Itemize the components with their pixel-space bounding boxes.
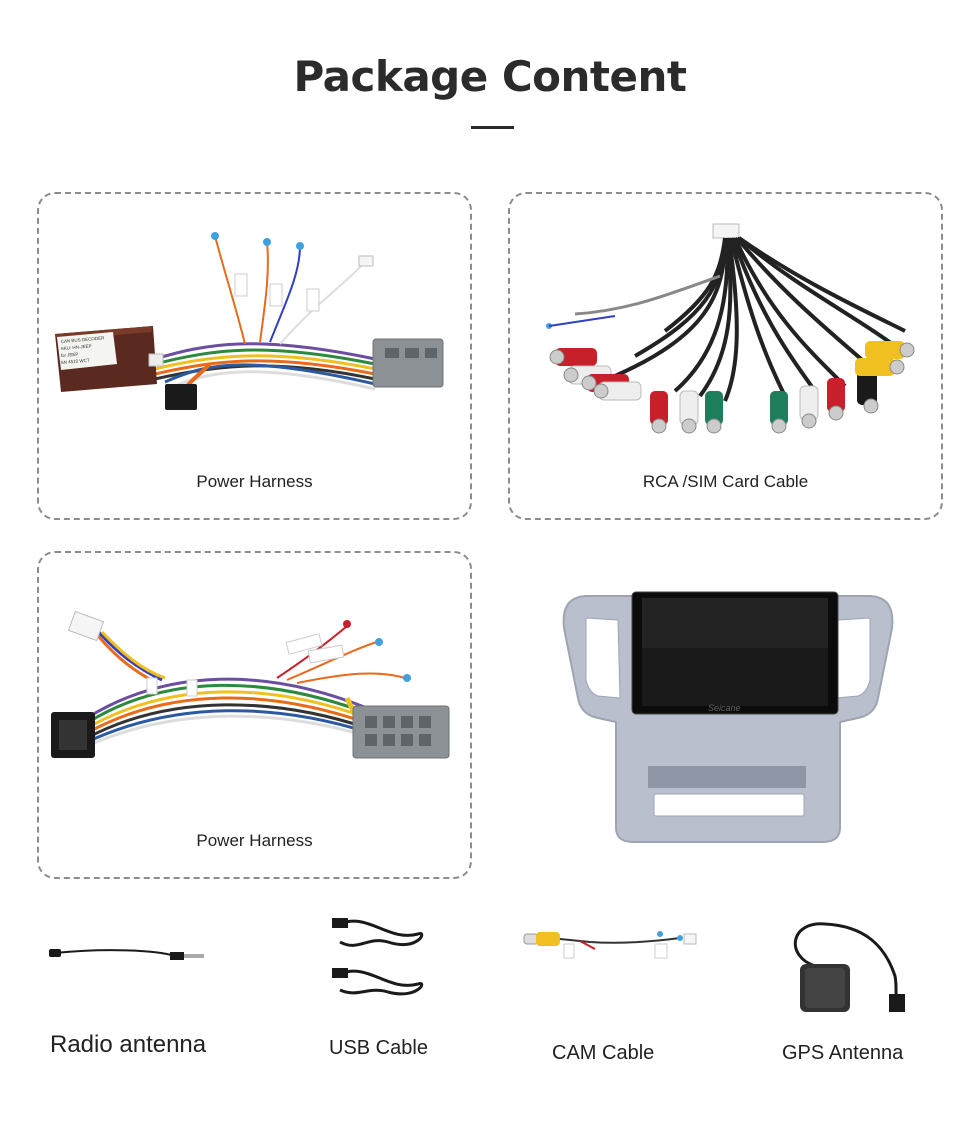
card-rca-cable: RCA /SIM Card Cable bbox=[508, 192, 943, 520]
rca-plugs-bottom bbox=[650, 371, 879, 434]
page-title: Package Content bbox=[293, 52, 687, 101]
canbus-box: CAN BUS DECODER SKU: HN-JEEP for JEEP SN… bbox=[55, 326, 157, 392]
card-label: Power Harness bbox=[196, 831, 313, 850]
canbus-box-label-line2: SKU: HN-JEEP bbox=[60, 343, 91, 351]
head-unit-brand: Seicane bbox=[708, 703, 741, 713]
cam-cable-image bbox=[523, 931, 697, 959]
canbus-box-label-line4: SN 4510 WCT bbox=[60, 358, 90, 366]
canbus-box-label-line3: for JEEP bbox=[60, 352, 78, 359]
card-power-harness-canbus: CAN BUS DECODER SKU: HN-JEEP for JEEP SN… bbox=[37, 192, 472, 520]
accessory-label-gps-antenna: GPS Antenna bbox=[782, 1042, 904, 1064]
grey-connector bbox=[372, 338, 444, 388]
card-label: RCA /SIM Card Cable bbox=[642, 472, 809, 491]
rca-plugs-yellow bbox=[855, 341, 915, 376]
rca-plugs-left bbox=[549, 348, 642, 401]
card-power-harness: Power Harness bbox=[37, 551, 472, 879]
accessory-label-cam-cable: CAM Cable bbox=[552, 1042, 655, 1064]
radio-antenna-image bbox=[49, 949, 204, 960]
grey-connector bbox=[352, 705, 450, 759]
rca-cable-image bbox=[546, 223, 915, 434]
power-harness-image bbox=[51, 610, 450, 759]
gps-antenna-image bbox=[793, 922, 905, 1012]
canbus-box-label-line1: CAN BUS DECODER bbox=[60, 335, 105, 344]
head-unit-image: Seicane bbox=[562, 591, 894, 843]
black-connector bbox=[51, 712, 95, 758]
usb-cable-image bbox=[332, 918, 424, 996]
accessory-label-usb-cable: USB Cable bbox=[329, 1037, 428, 1059]
title-divider bbox=[471, 126, 514, 129]
power-harness-canbus-image: CAN BUS DECODER SKU: HN-JEEP for JEEP SN… bbox=[55, 232, 444, 410]
card-label: Power Harness bbox=[196, 472, 313, 491]
accessory-label-radio-antenna: Radio antenna bbox=[50, 1031, 207, 1058]
